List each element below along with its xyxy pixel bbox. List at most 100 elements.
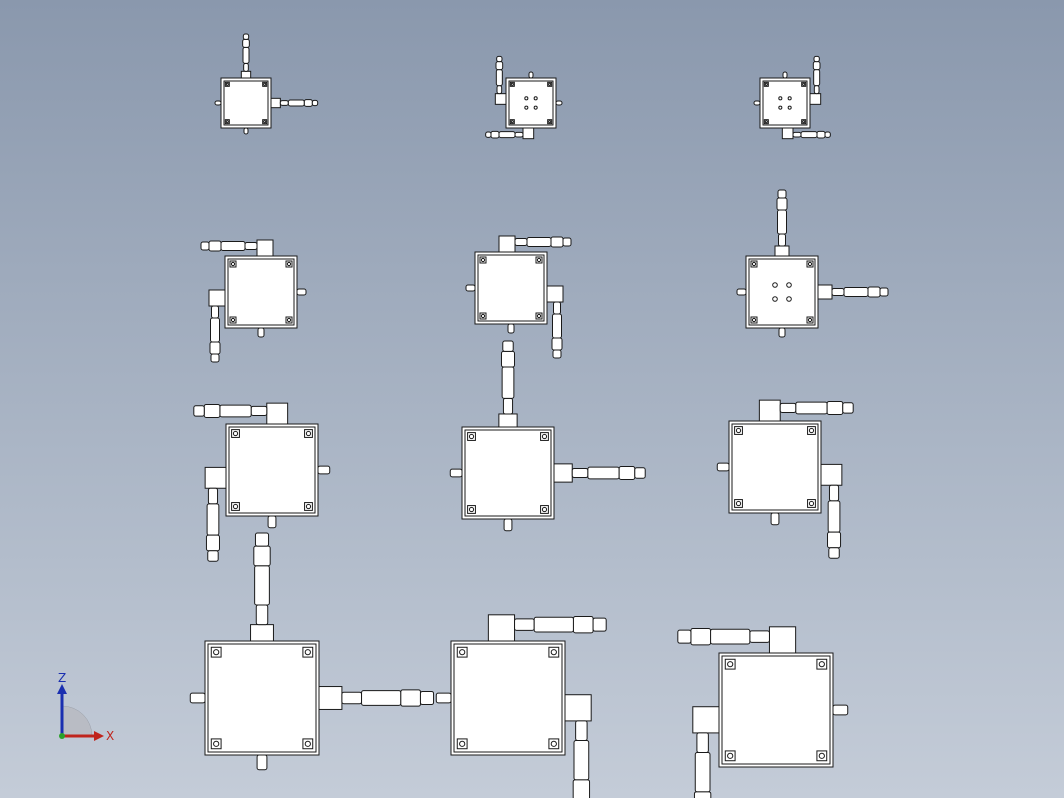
l-bracket [204,466,227,489]
stage-r3-c1[interactable] [193,402,331,562]
stage-top-plate [207,643,317,753]
micrometer-head [200,240,258,252]
corner-screw [547,81,553,87]
micrometer-head [514,236,572,248]
micrometer-head [514,615,607,634]
micrometer-segment [514,618,535,631]
stage-r2-c1[interactable] [200,239,307,363]
l-bracket [758,399,781,422]
corner-screw [734,499,743,508]
micrometer-segment [777,189,787,199]
micrometer-segment [207,550,219,562]
micrometer-segment [203,403,221,418]
micrometer-segment [693,791,712,798]
screw-hole-icon [468,433,475,440]
screw-hole-icon [808,427,815,434]
micrometer-segment [495,61,504,71]
micrometer-segment [205,534,220,552]
corner-screw [750,316,758,324]
mount-block [498,413,518,428]
stage-r1-c1[interactable] [214,33,319,135]
micrometer-segment [242,33,250,40]
stage-r1-c3[interactable] [753,55,831,140]
screw-hole-icon [818,661,825,668]
micrometer-segment [690,627,712,646]
tapped-hole-icon [778,105,783,110]
micrometer-segment [696,732,709,754]
adjust-knob [267,515,277,529]
corner-screw [509,81,515,87]
l-bracket [208,289,226,307]
adjust-knob [778,327,786,338]
stage-r4-c1[interactable] [189,532,435,771]
micrometer-segment [502,340,514,352]
origin-icon [59,733,65,739]
corner-screw [816,658,828,670]
corner-screw [750,260,758,268]
micrometer-head [779,400,854,415]
micrometer-segment [500,350,516,368]
stage-r1-c2[interactable] [485,55,563,140]
corner-screw [229,316,237,324]
corner-screw [231,502,240,511]
micrometer-segment [749,630,770,643]
tapped-hole-icon [786,296,792,302]
corner-screw [547,119,553,125]
corner-screw [302,646,314,658]
micrometer-segment [526,237,552,247]
mount-block [553,463,573,483]
adjust-knob [503,518,513,532]
screw-hole-icon [510,82,514,86]
micrometer-segment [778,233,786,247]
micrometer-segment [208,240,222,252]
micrometer-segment [779,402,797,414]
screw-hole-icon [802,120,806,124]
stage-top-plate [748,258,816,326]
micrometer-segment [777,209,787,235]
micrometer-segment [552,349,562,359]
adjust-knob [435,692,452,704]
corner-screw [509,119,515,125]
corner-screw [816,750,828,762]
corner-screw [540,505,549,514]
screw-hole-icon [807,317,813,323]
stage-r2-c2[interactable] [465,235,572,359]
adjust-knob [555,100,563,106]
micrometer-segment [816,130,826,139]
micrometer-segment [587,466,620,480]
corner-screw [535,312,543,320]
screw-hole-icon [727,752,734,759]
screw-hole-icon [230,261,236,267]
micrometer-segment [250,405,268,417]
adjust-knob [782,71,788,79]
stage-r3-c2[interactable] [449,340,646,532]
micrometer-head [495,55,504,95]
x-axis-label: X [106,729,114,743]
micrometer-segment [800,131,818,139]
screw-hole-icon [225,82,229,86]
micrometer-segment [210,353,220,363]
corner-screw [210,646,222,658]
stage-r3-c3[interactable] [716,399,854,559]
adjust-knob [528,71,534,79]
stage-r4-c3[interactable] [677,626,849,798]
micrometer-segment [575,720,588,742]
screw-hole-icon [230,317,236,323]
micrometer-segment [341,691,363,705]
stage-r2-c3[interactable] [736,189,889,338]
corner-screw [479,256,487,264]
micrometer-segment [710,628,751,645]
l-bracket [809,93,822,105]
micrometer-segment [694,752,711,793]
micrometer-segment [207,487,219,505]
corner-screw [210,738,222,750]
corner-screw [467,505,476,514]
micrometer-segment [200,241,210,251]
adjust-knob [317,465,331,475]
stage-r4-c2[interactable] [435,614,607,798]
corner-screw [763,119,769,125]
micrometer-head [551,301,563,359]
adjust-knob [716,462,730,472]
micrometer-segment [496,55,503,63]
